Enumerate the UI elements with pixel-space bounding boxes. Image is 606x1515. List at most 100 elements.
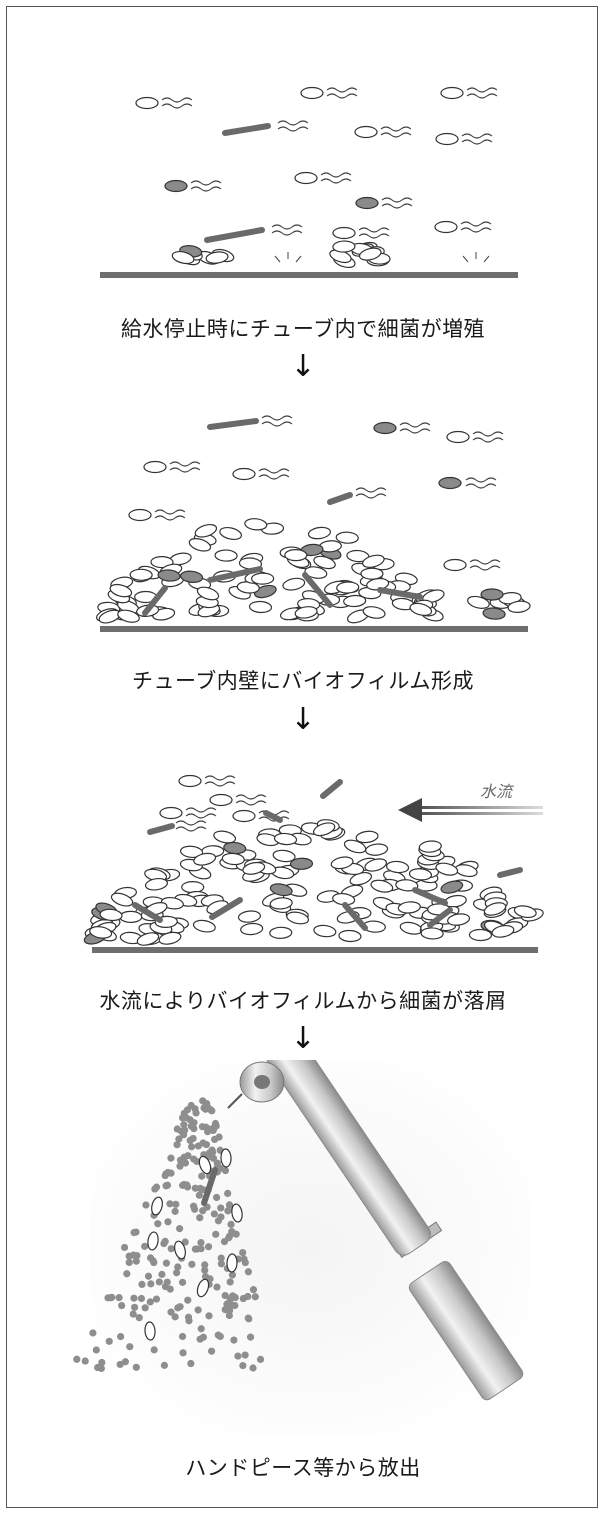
bacterium [312, 822, 336, 837]
flagella [466, 87, 498, 99]
bacterium [507, 600, 531, 613]
droplet [244, 1292, 252, 1301]
panel-bacterial-growth [100, 86, 518, 278]
bacterium [418, 840, 442, 853]
bacterium [343, 594, 367, 608]
bacterium [480, 588, 504, 601]
bacterium [313, 555, 336, 570]
flagella [185, 807, 217, 819]
droplet [189, 1202, 198, 1210]
droplet [209, 1124, 217, 1132]
bacterium [164, 179, 188, 193]
bacterium [385, 860, 410, 874]
droplet [234, 1352, 242, 1360]
bacterium [269, 883, 293, 897]
droplet [181, 1126, 189, 1134]
bacterium [147, 1231, 159, 1251]
bacterium [150, 556, 174, 569]
droplet [217, 1204, 225, 1212]
droplet [150, 1346, 158, 1354]
rod-bacterium [302, 572, 333, 608]
bacterium [99, 908, 123, 922]
bacterium [307, 526, 331, 540]
droplet [183, 1106, 192, 1114]
droplet [115, 1294, 123, 1302]
bacterium [447, 913, 471, 926]
bacterium [136, 932, 160, 946]
rod-bacterium [142, 585, 168, 616]
droplet [214, 1217, 223, 1225]
droplet [117, 1332, 125, 1341]
bacterium [467, 595, 490, 609]
droplet [173, 1141, 181, 1149]
bacterium [483, 902, 507, 916]
droplet [186, 1136, 194, 1144]
droplet [223, 1300, 231, 1308]
droplet [160, 1361, 169, 1369]
droplet [89, 1329, 97, 1337]
bacterium [178, 774, 202, 788]
rod-bacterium [377, 587, 423, 600]
rod-bacterium [147, 823, 175, 835]
droplet [133, 1252, 141, 1260]
flagella [169, 461, 201, 473]
bacterium [273, 832, 298, 846]
droplet [176, 1156, 185, 1164]
droplet [224, 1207, 232, 1215]
bacterium [117, 609, 140, 623]
droplet [224, 1189, 232, 1198]
flagella [472, 431, 504, 443]
rod-bacterium [204, 227, 265, 243]
bacterium [240, 922, 264, 936]
droplet [167, 1154, 175, 1162]
flagella [469, 559, 501, 571]
droplet [239, 1248, 247, 1257]
rod-bacterium [207, 418, 259, 430]
bacterium [354, 125, 378, 139]
bacterium [251, 572, 275, 585]
bacterium [443, 558, 467, 572]
flagella [355, 487, 387, 499]
bacterium [313, 924, 337, 938]
droplet [244, 1268, 253, 1276]
droplet [132, 1363, 140, 1371]
droplet [205, 1149, 213, 1157]
droplet [141, 1304, 149, 1312]
bacterium [364, 858, 387, 872]
droplet [116, 1360, 124, 1369]
flagella [261, 415, 293, 427]
droplet [217, 1254, 225, 1262]
droplet [166, 1200, 174, 1208]
bacterium [269, 897, 293, 910]
droplet [197, 1239, 205, 1247]
bacterium [129, 568, 153, 581]
bacterium [272, 849, 296, 863]
bacterium [269, 926, 293, 939]
dental-handpiece-icon [227, 1060, 524, 1401]
flagella [204, 775, 236, 787]
droplet [195, 1191, 203, 1199]
bacterium [332, 240, 356, 253]
droplet [73, 1355, 81, 1363]
bacterium [196, 586, 220, 601]
droplet [120, 1243, 129, 1252]
droplet [175, 1135, 183, 1143]
water-flow-arrow [398, 798, 543, 822]
flagella [175, 820, 207, 832]
droplet [171, 1313, 179, 1321]
bacterium [289, 857, 314, 870]
droplet [172, 1200, 180, 1208]
flagella [399, 422, 431, 434]
bacterium [284, 549, 308, 562]
droplet [213, 1283, 221, 1291]
droplet [184, 1313, 193, 1321]
droplet [130, 1294, 138, 1302]
bacterium [219, 526, 243, 541]
flagella [358, 227, 390, 239]
droplet [213, 1193, 221, 1202]
bacterium [446, 430, 470, 444]
droplet [164, 1168, 172, 1177]
bacterium [192, 919, 216, 933]
droplet [141, 1242, 149, 1250]
step-1-caption: 給水停止時にチューブ内で細菌が増殖 [120, 317, 486, 341]
